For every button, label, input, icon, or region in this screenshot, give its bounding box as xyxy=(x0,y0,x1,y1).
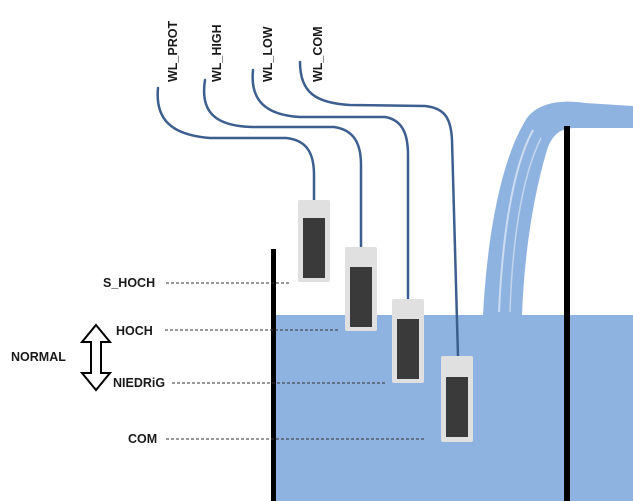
cable-wl-high xyxy=(202,78,363,250)
tank-wall-left xyxy=(271,249,276,501)
probe-wl-prot xyxy=(298,200,330,282)
normal-range-arrow xyxy=(79,323,113,392)
level-leader-lines xyxy=(165,282,424,440)
probe-wl-high xyxy=(345,247,377,331)
cable-wl-com xyxy=(298,60,460,359)
wire-label-wl-prot: WL_PROT xyxy=(166,21,180,82)
range-label-normal: NORMAL xyxy=(11,350,66,364)
overflow-stream-highlight-2 xyxy=(509,137,542,313)
cable-wl-low xyxy=(251,68,410,302)
wire-label-wl-high: WL_HIGH xyxy=(210,24,224,82)
level-label-niedrig: NIEDRiG xyxy=(113,376,165,390)
cable-wl-prot xyxy=(156,86,316,204)
level-label-hoch: HOCH xyxy=(116,324,153,338)
cables xyxy=(156,60,460,359)
overflow-stream-highlight xyxy=(498,129,534,313)
level-label-s-hoch: S_HOCH xyxy=(103,276,155,290)
wire-label-wl-com: WL_COM xyxy=(311,26,325,82)
probe-wl-com xyxy=(441,356,473,442)
probe-wl-low xyxy=(392,299,424,383)
overflow-stream xyxy=(483,101,633,315)
wire-label-wl-low: WL_LOW xyxy=(261,26,275,82)
level-label-com: COM xyxy=(128,432,157,446)
tank-wall-right xyxy=(564,126,570,501)
